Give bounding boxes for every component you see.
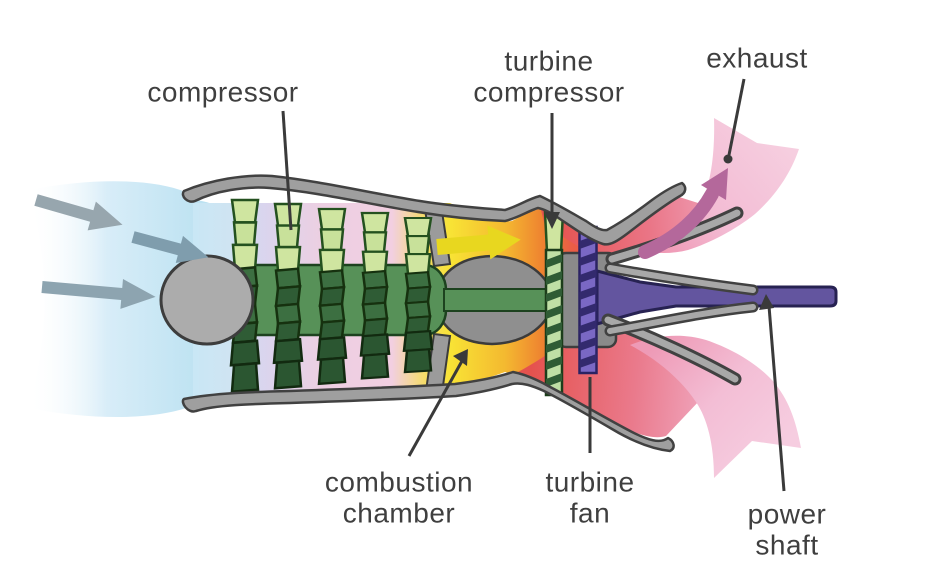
turbine-compressor-leader-arrowhead	[544, 212, 560, 229]
label-compressor: compressor	[147, 76, 299, 108]
label-power-shaft-line1: power	[747, 498, 827, 530]
label-turbine-compressor: turbine compressor	[473, 46, 624, 109]
intake-arrow-icon	[131, 231, 209, 263]
combustion-chamber-leader	[407, 360, 464, 457]
exhaust-leader-dot	[723, 154, 733, 164]
intake-arrow-icon	[41, 279, 156, 309]
exhaust-leader	[727, 78, 746, 156]
label-power-shaft: power shaft	[748, 499, 827, 562]
label-turbine-fan: turbine fan	[545, 467, 634, 530]
label-turbine-compressor-line2: compressor	[473, 77, 625, 108]
engine-casing-upper	[181, 174, 687, 246]
intake-arrow-icon	[34, 194, 123, 231]
combustion-flow-arrow-icon	[436, 225, 521, 260]
combustion-chamber-leader-arrowhead	[453, 349, 468, 366]
power-shaft	[595, 269, 838, 326]
inner-shaft	[443, 288, 563, 312]
label-combustion-chamber-line1: combustion	[324, 466, 474, 498]
nose-cone	[159, 254, 255, 346]
exhaust-plume-lower	[630, 335, 801, 478]
label-turbine-fan-line2: fan	[569, 498, 611, 529]
label-leader-lines	[281, 78, 786, 492]
label-combustion-chamber-line2: chamber	[342, 498, 456, 529]
label-turbine-compressor-line1: turbine	[504, 45, 594, 77]
label-power-shaft-line2: shaft	[755, 530, 819, 561]
label-exhaust: exhaust	[706, 42, 808, 74]
power-shaft-leader-arrowhead	[759, 294, 774, 310]
power-shaft-leader	[767, 305, 786, 492]
label-combustion-chamber: combustion chamber	[325, 467, 473, 530]
label-turbine-fan-line1: turbine	[545, 466, 635, 498]
turbine-compressor-blade	[543, 210, 565, 397]
turbine-fan-blade	[578, 225, 598, 375]
exhaust-flow-arrow-icon	[638, 168, 728, 259]
compressor-leader	[281, 110, 293, 231]
